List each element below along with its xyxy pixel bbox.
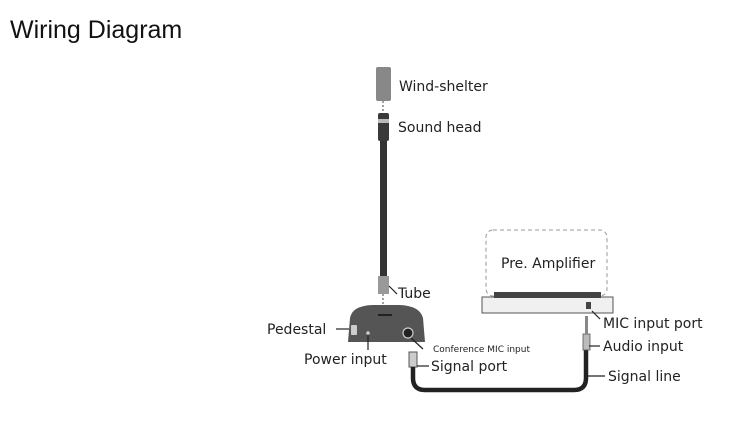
tube — [378, 276, 389, 294]
amplifier-top-bar — [494, 292, 601, 298]
pedestal-label: Pedestal — [267, 322, 326, 338]
pedestal-slot — [378, 314, 392, 316]
mic-input-port-label: MIC input port — [603, 316, 703, 332]
sound-head-ring — [378, 119, 389, 123]
wind-shelter-label: Wind-shelter — [399, 79, 488, 95]
pedestal-switch — [351, 325, 357, 335]
signal-port-plug — [408, 351, 418, 368]
gooseneck — [380, 141, 387, 277]
diagram-title: Wiring Diagram — [10, 16, 183, 44]
audio-input-tip — [585, 316, 588, 334]
power-jack — [366, 331, 370, 335]
conference-mic-label: Conference MIC input — [433, 345, 530, 355]
conference-mic-pointer — [410, 337, 424, 350]
audio-input-plug — [582, 333, 591, 351]
pedestal — [348, 305, 425, 342]
signal-line-cable — [410, 350, 589, 393]
amplifier-unit — [481, 296, 614, 314]
conference-mic-jack — [402, 327, 414, 339]
wind-shelter — [376, 67, 391, 101]
pre-amplifier-label: Pre. Amplifier — [501, 256, 595, 272]
sound-head — [378, 113, 389, 141]
tube-label: Tube — [397, 286, 431, 302]
mic-input-port — [586, 302, 591, 309]
tube-pointer — [388, 285, 398, 295]
power-input-label: Power input — [304, 352, 387, 368]
mic-input-pointer — [591, 310, 601, 320]
sound-head-label: Sound head — [398, 120, 482, 136]
signal-port-label: Signal port — [431, 359, 508, 375]
signal-line-label: Signal line — [608, 369, 681, 385]
audio-input-label: Audio input — [603, 339, 684, 355]
